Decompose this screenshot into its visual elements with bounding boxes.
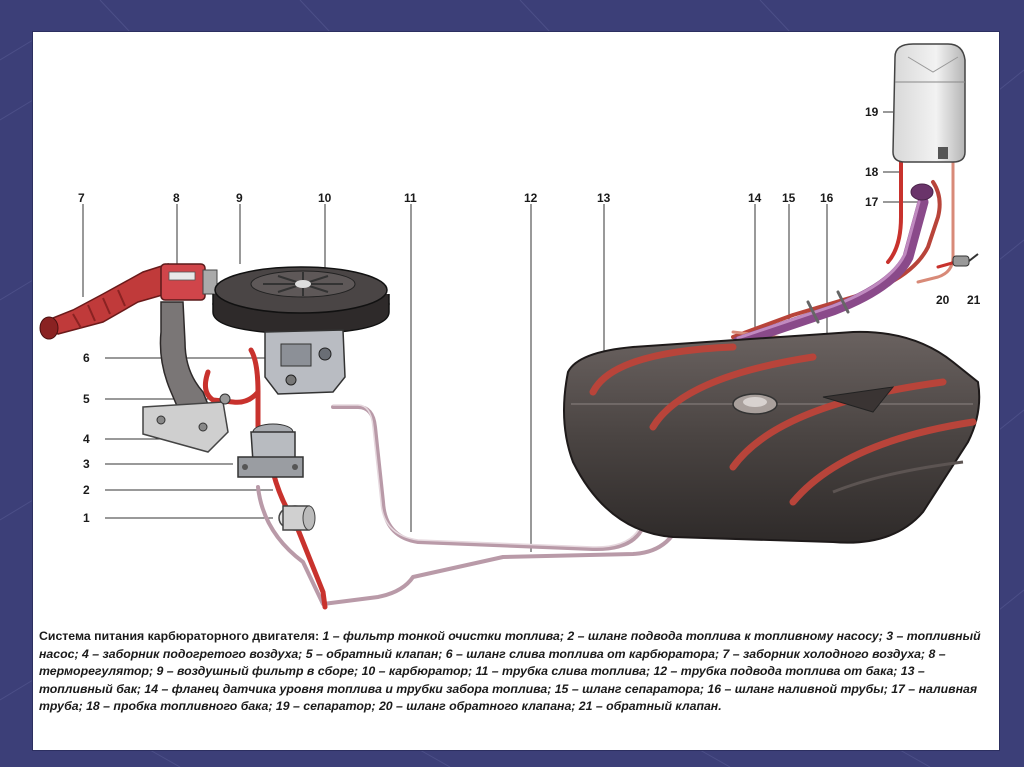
thermoregulator xyxy=(160,263,218,301)
air-filter xyxy=(212,266,390,335)
callout-10: 10 xyxy=(318,191,332,205)
return-valve xyxy=(952,253,979,267)
separator xyxy=(892,43,966,163)
callout-7: 7 xyxy=(78,191,85,205)
callout-12: 12 xyxy=(524,191,538,205)
cold-air-intake xyxy=(39,263,174,340)
callout-3: 3 xyxy=(83,457,90,471)
fuel-pump xyxy=(237,423,304,478)
callout-17: 17 xyxy=(865,195,879,209)
fine-fuel-filter xyxy=(278,505,316,531)
callout-9: 9 xyxy=(236,191,243,205)
callout-19: 19 xyxy=(865,105,879,119)
callout-11: 11 xyxy=(404,191,417,205)
callout-16: 16 xyxy=(820,191,834,205)
callout-4: 4 xyxy=(83,432,90,446)
fuel-system-illustration xyxy=(39,43,981,610)
filler-pipe xyxy=(732,183,934,348)
callout-21: 21 xyxy=(967,293,981,307)
callout-6: 6 xyxy=(83,351,90,365)
callout-2: 2 xyxy=(83,483,90,497)
fuel-tank xyxy=(563,330,981,544)
callout-1: 1 xyxy=(83,511,90,525)
heated-air-intake xyxy=(142,301,229,453)
callout-8: 8 xyxy=(173,191,180,205)
figure-caption: Система питания карбюраторного двигателя… xyxy=(39,628,987,716)
callout-13: 13 xyxy=(597,191,611,205)
carburetor xyxy=(264,329,346,395)
callout-20: 20 xyxy=(936,293,950,307)
callout-14: 14 xyxy=(748,191,762,205)
diagram-slide: 7 8 9 10 11 12 13 14 15 16 17 18 19 20 2… xyxy=(33,32,999,750)
caption-legend: 1 – фильтр тонкой очистки топлива; 2 – ш… xyxy=(39,629,981,714)
callout-18: 18 xyxy=(865,165,879,179)
callout-5: 5 xyxy=(83,392,90,406)
check-valve xyxy=(219,393,231,405)
callout-15: 15 xyxy=(782,191,796,205)
caption-title: Система питания карбюраторного двигателя… xyxy=(39,629,320,643)
